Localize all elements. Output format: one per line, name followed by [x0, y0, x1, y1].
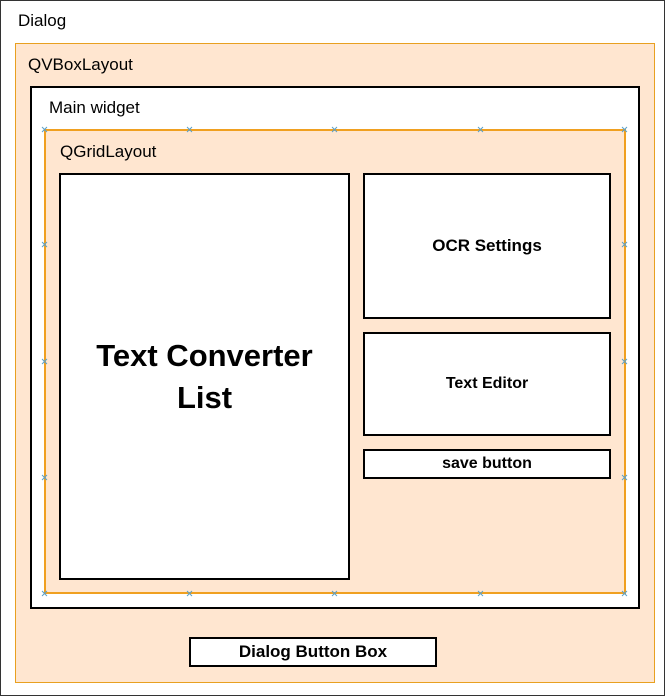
layout-handle [41, 590, 48, 597]
layout-handle [41, 241, 48, 248]
dialog-label: Dialog [18, 11, 67, 30]
text-converter-list-line2: List [176, 379, 233, 415]
save-button[interactable]: save button [363, 449, 611, 479]
layout-handle [41, 474, 48, 481]
text-converter-list[interactable]: Text Converter List [59, 173, 350, 580]
layout-handle [621, 590, 628, 597]
layout-handle [41, 358, 48, 365]
layout-handle [621, 126, 628, 133]
dialog-button-box-label: Dialog Button Box [238, 642, 388, 661]
layout-handle [621, 358, 628, 365]
layout-handle [621, 241, 628, 248]
save-button-label: save button [442, 455, 532, 472]
layout-handle [477, 126, 484, 133]
main-widget-label: Main widget [49, 98, 140, 117]
layout-handle [331, 590, 338, 597]
layout-handle [621, 474, 628, 481]
qvboxlayout-label: QVBoxLayout [28, 55, 133, 74]
text-converter-list-line1: Text Converter [96, 337, 313, 373]
layout-handle [331, 126, 338, 133]
layout-handle [186, 590, 193, 597]
layout-handle [186, 126, 193, 133]
layout-handle [477, 590, 484, 597]
ocr-settings-panel[interactable]: OCR Settings [363, 173, 611, 319]
layout-handle [41, 126, 48, 133]
text-editor[interactable]: Text Editor [363, 332, 611, 436]
qgridlayout-label: QGridLayout [60, 142, 157, 161]
text-editor-label: Text Editor [445, 375, 529, 392]
dialog-button-box[interactable]: Dialog Button Box [189, 637, 437, 667]
ocr-settings-label: OCR Settings [432, 236, 542, 255]
